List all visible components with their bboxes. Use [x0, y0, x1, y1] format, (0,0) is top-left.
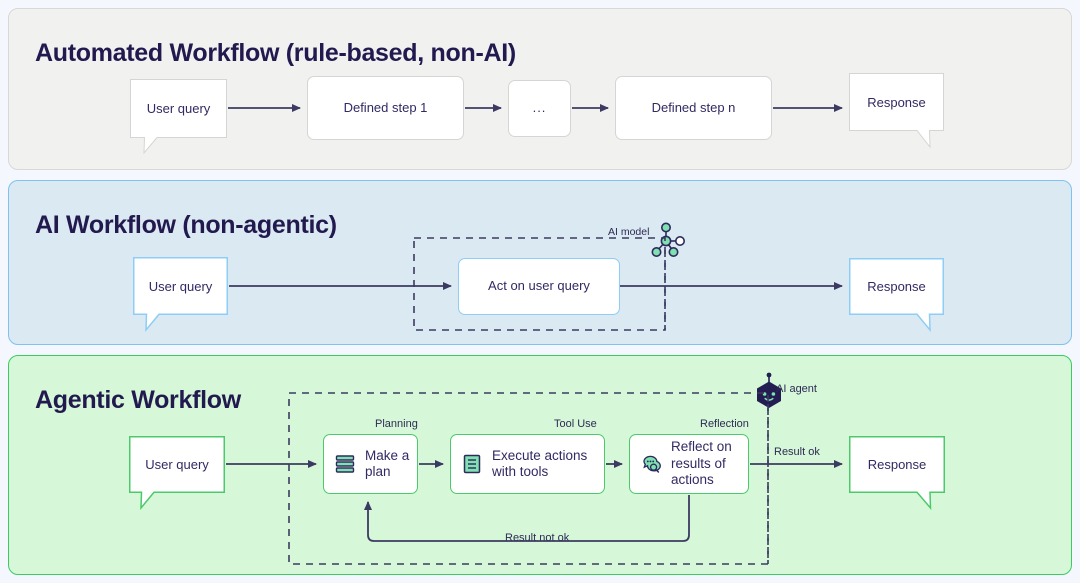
automated-user-query-bubble: User query — [130, 79, 227, 155]
caption-planning: Planning — [375, 418, 418, 430]
automated-response-bubble: Response — [849, 73, 944, 149]
agentic-make-a-plan-label: Make a plan — [365, 447, 410, 479]
bubble-shape — [130, 79, 227, 155]
agentic-execute-actions-label: Execute actions with tools — [492, 447, 588, 479]
ai-response-bubble: Response — [849, 258, 944, 333]
bubble-shape — [849, 258, 944, 333]
automated-defined-step-1-label: Defined step 1 — [343, 99, 428, 115]
edge-label-result-not-ok: Result not ok — [499, 532, 576, 544]
layers-icon — [335, 455, 355, 473]
ai-response-label: Response — [867, 279, 926, 294]
ai-model-group-label: AI model — [608, 226, 650, 238]
agentic-execute-actions: Execute actions with tools — [450, 434, 605, 494]
panel-title-agentic: Agentic Workflow — [35, 386, 241, 414]
panel-title-ai-workflow: AI Workflow (non-agentic) — [35, 211, 337, 239]
caption-reflection: Reflection — [700, 418, 749, 430]
agentic-reflect-on-results: Reflect on results of actions — [629, 434, 749, 494]
ai-model-network-icon — [651, 222, 685, 257]
ai-agent-group-label: AI agent — [776, 383, 817, 395]
agentic-reflect-on-results-label: Reflect on results of actions — [671, 439, 732, 488]
automated-defined-step-n-label: Defined step n — [651, 99, 736, 115]
automated-defined-step-1: Defined step 1 — [307, 76, 464, 140]
ai-user-query-bubble: User query — [133, 257, 228, 333]
edge-label-result-ok: Result ok — [774, 446, 820, 458]
document-icon — [463, 454, 481, 474]
agentic-user-query-label: User query — [145, 457, 209, 472]
agentic-response-bubble: Response — [849, 436, 945, 511]
bubble-shape — [133, 257, 228, 333]
ai-act-on-user-query: Act on user query — [458, 258, 620, 315]
panel-title-automated: Automated Workflow (rule-based, non-AI) — [35, 39, 516, 67]
caption-tool-use: Tool Use — [554, 418, 597, 430]
automated-response-label: Response — [867, 94, 926, 110]
agentic-user-query-bubble: User query — [129, 436, 225, 511]
agentic-response-label: Response — [867, 457, 927, 472]
automated-defined-step-n: Defined step n — [615, 76, 772, 140]
bubble-shape — [849, 436, 945, 511]
agentic-make-a-plan: Make a plan — [323, 434, 418, 494]
ai-user-query-label: User query — [148, 278, 213, 294]
automated-ellipsis-label: ... — [532, 100, 547, 116]
thought-search-icon — [643, 455, 661, 473]
bubble-shape — [129, 436, 225, 511]
automated-user-query-label: User query — [146, 101, 211, 116]
bubble-shape — [849, 73, 944, 149]
ai-act-on-user-query-label: Act on user query — [488, 278, 590, 294]
automated-ellipsis-step: ... — [508, 80, 571, 137]
